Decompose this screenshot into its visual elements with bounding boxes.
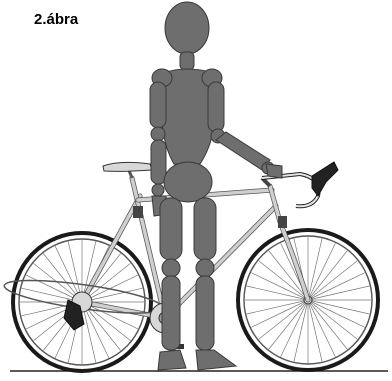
mannequin-left-arm — [150, 82, 166, 128]
mannequin-left-leg — [160, 198, 182, 260]
mannequin-figure — [150, 2, 282, 370]
figure-label: 2.ábra — [34, 11, 78, 28]
mannequin-right-arm — [208, 82, 224, 132]
front-brake — [278, 216, 287, 228]
spoke — [308, 243, 335, 300]
mannequin-right-hand — [266, 164, 282, 178]
brake-lever — [312, 162, 338, 196]
rear-brake — [133, 206, 143, 218]
spoke — [308, 300, 335, 357]
mannequin-left-foot — [158, 350, 186, 370]
spoke — [308, 300, 365, 327]
spoke — [251, 300, 308, 327]
spoke — [281, 300, 308, 357]
mannequin-hips — [164, 162, 212, 202]
spoke — [308, 273, 365, 300]
saddle — [103, 162, 152, 178]
mannequin-head — [165, 2, 209, 54]
mannequin-right-leg — [194, 198, 216, 260]
mannequin-right-foot — [196, 350, 236, 370]
